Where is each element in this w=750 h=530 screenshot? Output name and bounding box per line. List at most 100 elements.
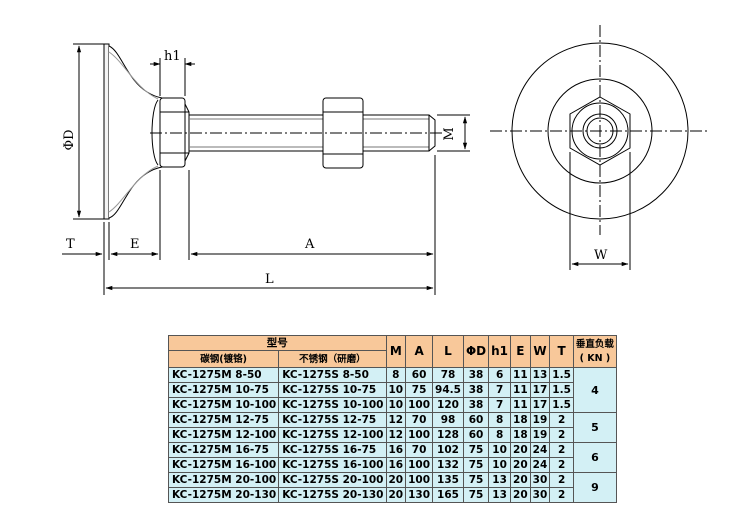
- cell-a: 100: [405, 472, 434, 488]
- cell-h1: 8: [488, 427, 512, 443]
- cell-carbon-model: KC-1275M 16-75: [167, 442, 280, 458]
- cell-load: 5: [572, 412, 617, 443]
- cell-d: 75: [462, 457, 490, 473]
- cell-load: 6: [572, 442, 617, 473]
- cell-stainless-model: KC-1275S 16-100: [278, 457, 387, 473]
- header-model: 型号: [168, 335, 387, 351]
- dim-label-W: W: [594, 248, 608, 263]
- cell-carbon-model: KC-1275M 10-75: [167, 382, 280, 398]
- cell-a: 75: [405, 382, 434, 398]
- cell-d: 38: [462, 367, 490, 383]
- cell-stainless-model: KC-1275S 8-50: [278, 367, 387, 383]
- cell-d: 38: [462, 397, 490, 413]
- cell-stainless-model: KC-1275S 12-75: [278, 412, 387, 428]
- dim-label-D: ΦD: [62, 129, 77, 150]
- dim-label-A: A: [304, 237, 315, 252]
- cell-a: 130: [405, 487, 434, 503]
- cell-a: 100: [405, 427, 434, 443]
- cell-m: 12: [385, 427, 407, 443]
- cell-w: 19: [529, 427, 551, 443]
- cell-h1: 13: [488, 487, 512, 503]
- cell-m: 8: [385, 367, 407, 383]
- header-M: M: [385, 335, 407, 368]
- dim-label-h1: h1: [164, 49, 181, 64]
- cell-w: 30: [529, 487, 551, 503]
- cell-a: 70: [405, 412, 434, 428]
- cell-h1: 10: [488, 457, 512, 473]
- cell-l: 132: [432, 457, 464, 473]
- cell-carbon-model: KC-1275M 8-50: [167, 367, 280, 383]
- dim-label-M: M: [442, 127, 457, 140]
- cell-carbon-model: KC-1275M 12-75: [167, 412, 280, 428]
- cell-w: 17: [529, 382, 551, 398]
- cell-stainless-model: KC-1275S 16-75: [278, 442, 387, 458]
- cell-t: 2: [549, 427, 574, 443]
- cell-stainless-model: KC-1275S 10-75: [278, 382, 387, 398]
- cell-t: 1.5: [549, 397, 574, 413]
- technical-drawing: ΦD h1 M T E A L W: [62, 25, 710, 295]
- front-view: [490, 25, 710, 270]
- cell-e: 11: [510, 367, 531, 383]
- cell-d: 60: [462, 427, 490, 443]
- cell-stainless-model: KC-1275S 10-100: [278, 397, 387, 413]
- cell-h1: 7: [488, 382, 512, 398]
- cell-m: 10: [385, 397, 407, 413]
- cell-t: 2: [549, 442, 574, 458]
- cell-l: 120: [432, 397, 464, 413]
- cell-t: 1.5: [549, 367, 574, 383]
- cell-w: 30: [529, 472, 551, 488]
- cell-e: 18: [510, 412, 531, 428]
- cell-stainless-model: KC-1275S 12-100: [278, 427, 387, 443]
- cell-d: 38: [462, 382, 490, 398]
- cell-l: 78: [432, 367, 464, 383]
- cell-e: 20: [510, 487, 531, 503]
- header-T: T: [549, 335, 574, 368]
- cell-h1: 10: [488, 442, 512, 458]
- cell-h1: 7: [488, 397, 512, 413]
- cell-m: 20: [385, 472, 407, 488]
- header-load-title: 垂直负载: [575, 338, 614, 350]
- cell-a: 100: [405, 397, 434, 413]
- cell-carbon-model: KC-1275M 20-100: [167, 472, 280, 488]
- cell-carbon-model: KC-1275M 10-100: [167, 397, 280, 413]
- cell-d: 75: [462, 487, 490, 503]
- cell-e: 20: [510, 442, 531, 458]
- header-load: 垂直负载 ( KN ): [572, 335, 617, 368]
- cell-e: 18: [510, 427, 531, 443]
- cell-carbon-model: KC-1275M 20-130: [167, 487, 280, 503]
- pad-flare: [108, 45, 163, 219]
- cell-a: 70: [405, 442, 434, 458]
- cell-e: 11: [510, 382, 531, 398]
- cell-d: 75: [462, 472, 490, 488]
- header-E: E: [510, 335, 531, 368]
- cell-l: 128: [432, 427, 464, 443]
- cell-t: 2: [549, 487, 574, 503]
- cell-w: 19: [529, 412, 551, 428]
- cell-w: 13: [529, 367, 551, 383]
- header-A: A: [405, 335, 434, 368]
- cell-m: 16: [385, 442, 407, 458]
- header-stainless: 不锈钢（研磨）: [278, 350, 387, 368]
- cell-h1: 6: [488, 367, 512, 383]
- cell-load: 9: [572, 472, 617, 503]
- header-D: ΦD: [462, 335, 490, 368]
- base-plate: [103, 43, 110, 220]
- cell-l: 102: [432, 442, 464, 458]
- cell-load: 4: [572, 367, 617, 413]
- lock-nut: [322, 97, 364, 169]
- header-h1: h1: [488, 335, 512, 368]
- cell-m: 16: [385, 457, 407, 473]
- cell-m: 10: [385, 382, 407, 398]
- cell-carbon-model: KC-1275M 16-100: [167, 457, 280, 473]
- cell-m: 12: [385, 412, 407, 428]
- header-W: W: [529, 335, 551, 368]
- cell-a: 60: [405, 367, 434, 383]
- cell-carbon-model: KC-1275M 12-100: [167, 427, 280, 443]
